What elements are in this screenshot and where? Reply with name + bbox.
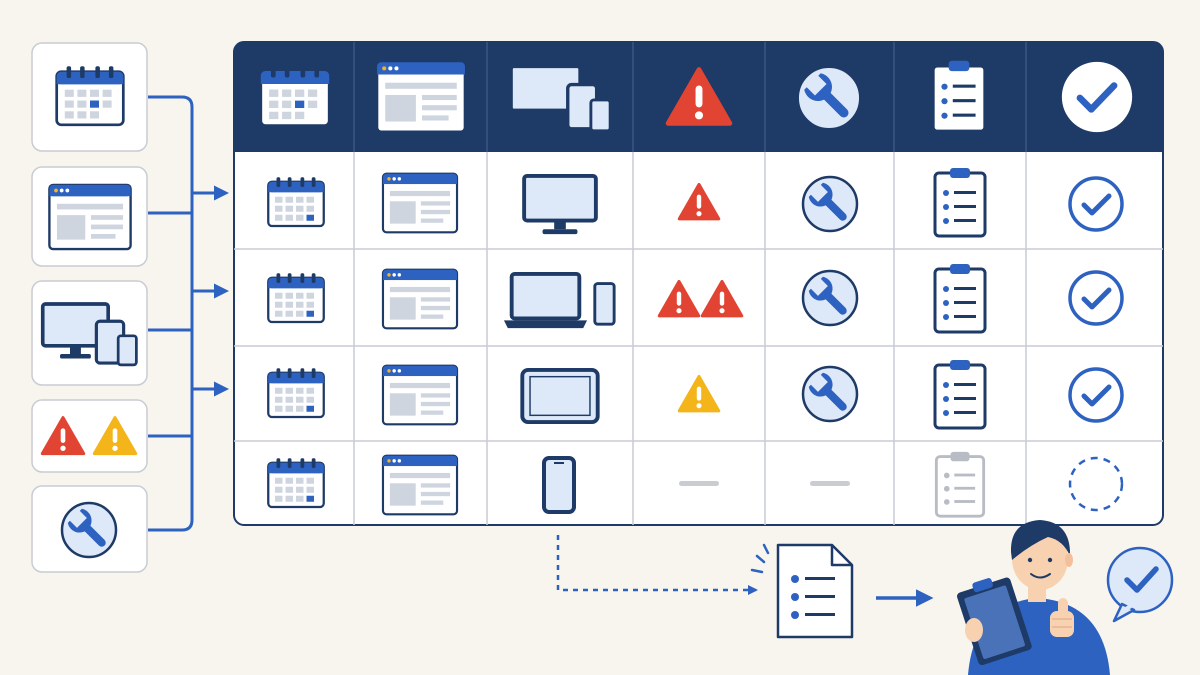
wrench-icon (60, 501, 118, 559)
output-flow (556, 520, 1174, 675)
wrench-icon (801, 269, 859, 327)
checklist-icon (933, 166, 987, 238)
browser-window-icon (381, 268, 459, 330)
source-card-wrench (31, 485, 148, 573)
calendar-icon (267, 272, 325, 324)
checklist-icon (933, 262, 987, 334)
phone-icon (542, 456, 576, 514)
wrench-icon (796, 65, 862, 131)
connector-lines (148, 95, 229, 532)
document-list-icon (750, 543, 854, 639)
checkmark-icon (1062, 62, 1132, 132)
tablet-icon (520, 367, 600, 425)
browser-window-icon (381, 172, 459, 234)
calendar-icon (259, 63, 331, 128)
checklist-icon (931, 59, 987, 133)
calendar-icon (55, 64, 125, 127)
browser-window-icon (375, 60, 467, 134)
source-card-calendar (31, 42, 148, 152)
calendar-icon (267, 367, 325, 419)
calendar-icon (267, 457, 325, 509)
check-circle-icon (1070, 272, 1122, 324)
source-card-devices (31, 280, 148, 386)
thumbs-up-hand (1050, 598, 1074, 637)
source-card-browser (31, 166, 148, 267)
check-circle-icon (1070, 369, 1122, 421)
browser-window-icon (381, 454, 459, 516)
wrench-icon (801, 175, 859, 233)
browser-window-icon (48, 183, 132, 251)
empty-dash (810, 481, 850, 486)
matrix-table (233, 41, 1164, 526)
person-with-clipboard (957, 520, 1110, 675)
source-card-warnings (31, 399, 148, 473)
left-source-column (31, 42, 148, 573)
dashed-connector (556, 535, 758, 595)
calendar-icon (267, 176, 325, 228)
check-circle-icon (1070, 178, 1122, 230)
empty-dash (679, 481, 719, 486)
checklist-faded-icon (934, 450, 986, 518)
checklist-icon (933, 358, 987, 430)
table-row (267, 450, 1124, 518)
browser-window-icon (381, 364, 459, 426)
approved-speech-bubble-icon (1106, 546, 1174, 623)
wrench-icon (801, 365, 859, 423)
